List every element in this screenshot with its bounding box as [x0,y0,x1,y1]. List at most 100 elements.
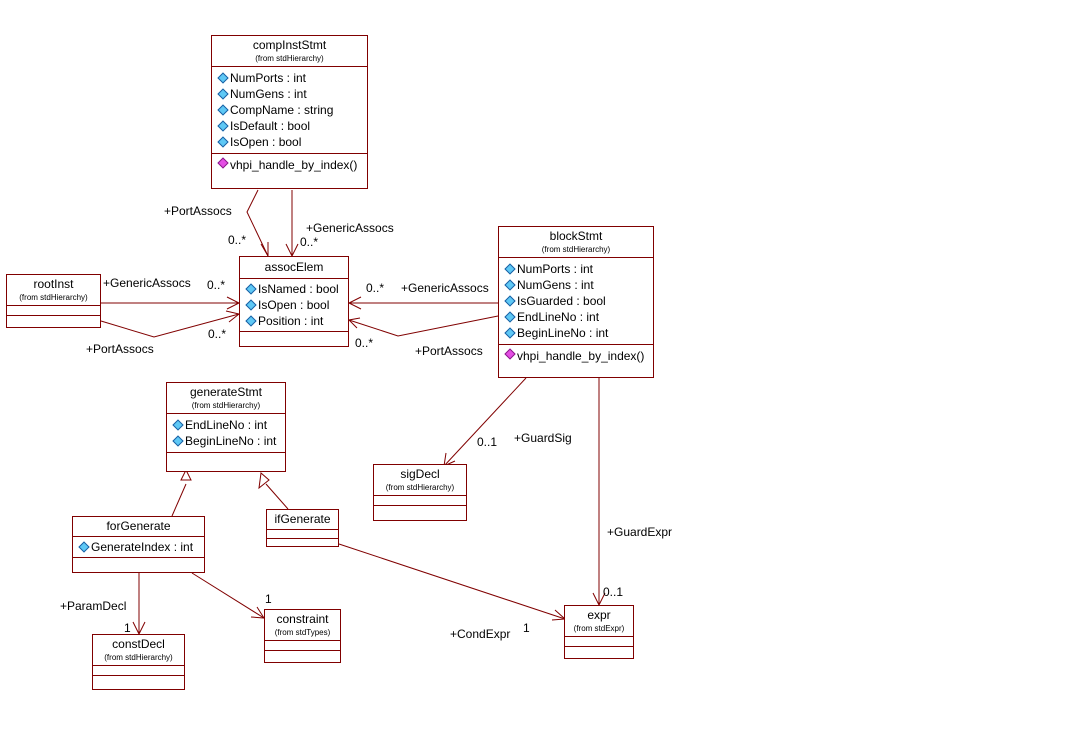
attribute-icon [245,283,257,295]
attribute-row: EndLineNo : int [172,417,281,433]
class-name: forGenerate [106,519,171,533]
role-label: +GenericAssocs [306,221,394,235]
attribute-text: NumGens : int [230,87,307,101]
attribute-icon [172,435,184,447]
class-header: generateStmt (from stdHierarchy) [167,383,285,414]
operation-compartment: vhpi_handle_by_index() [499,345,653,367]
class-name: expr [587,608,611,622]
operation-compartment [93,676,184,685]
class-package: (from stdHierarchy) [191,401,261,410]
attribute-icon [504,327,516,339]
class-generateStmt[interactable]: generateStmt (from stdHierarchy) EndLine… [166,382,286,472]
attribute-text: BeginLineNo : int [517,326,609,340]
class-package: (from stdHierarchy) [541,245,611,254]
attribute-compartment [7,306,100,316]
attribute-row: IsOpen : bool [217,134,363,150]
class-name: blockStmt [549,229,603,243]
operation-compartment [7,316,100,325]
attribute-text: NumGens : int [517,278,594,292]
class-rootInst[interactable]: rootInst (from stdHierarchy) [6,274,101,328]
operation-text: vhpi_handle_by_index() [230,158,358,172]
attribute-compartment [374,496,466,506]
class-compInstStmt[interactable]: compInstStmt (from stdHierarchy) NumPort… [211,35,368,189]
class-header: sigDecl (from stdHierarchy) [374,465,466,496]
operation-icon [504,348,516,360]
attribute-icon [245,315,257,327]
attribute-icon [504,279,516,291]
class-name: generateStmt [189,385,263,399]
attribute-icon [78,541,90,553]
attribute-row: NumGens : int [504,277,649,293]
operation-icon [217,157,229,169]
operation-compartment [240,332,348,345]
class-header: forGenerate [73,517,204,537]
attribute-text: IsOpen : bool [258,298,330,312]
class-expr[interactable]: expr (from stdExpr) [564,605,634,659]
class-header: rootInst (from stdHierarchy) [7,275,100,306]
operation-compartment [265,651,340,660]
attribute-text: CompName : string [230,103,334,117]
attribute-icon [172,419,184,431]
attribute-row: IsDefault : bool [217,118,363,134]
multiplicity-label: 0..* [208,327,227,341]
attribute-text: GenerateIndex : int [91,540,194,554]
role-label: +PortAssocs [415,344,483,358]
multiplicity-label: 0..* [366,281,385,295]
class-constDecl[interactable]: constDecl (from stdHierarchy) [92,634,185,690]
multiplicity-label: 0..* [300,235,319,249]
class-header: constraint (from stdTypes) [265,610,340,641]
class-package: (from stdHierarchy) [385,483,455,492]
multiplicity-label: 1 [523,621,530,635]
multiplicity-label: 0..1 [603,585,624,599]
class-assocElem[interactable]: assocElem IsNamed : bool IsOpen : bool P… [239,256,349,347]
multiplicity-label: 1 [265,592,272,606]
attribute-row: BeginLineNo : int [504,325,649,341]
attribute-icon [217,120,229,132]
operation-compartment [167,453,285,466]
class-ifGenerate[interactable]: ifGenerate [266,509,339,547]
class-constraint[interactable]: constraint (from stdTypes) [264,609,341,663]
class-name: constDecl [112,637,165,651]
attribute-compartment: GenerateIndex : int [73,537,204,558]
attribute-text: Position : int [258,314,324,328]
class-name: sigDecl [400,467,440,481]
class-forGenerate[interactable]: forGenerate GenerateIndex : int [72,516,205,573]
class-blockStmt[interactable]: blockStmt (from stdHierarchy) NumPorts :… [498,226,654,378]
class-package: (from stdTypes) [274,628,331,637]
attribute-row: NumGens : int [217,86,363,102]
class-header: constDecl (from stdHierarchy) [93,635,184,666]
attribute-text: EndLineNo : int [517,310,600,324]
attribute-text: IsOpen : bool [230,135,302,149]
class-name: ifGenerate [274,512,331,526]
role-label: +ParamDecl [60,599,127,613]
attribute-compartment [265,641,340,651]
operation-compartment [565,647,633,656]
attribute-row: Position : int [245,313,344,329]
operation-compartment [73,558,204,567]
class-header: compInstStmt (from stdHierarchy) [212,36,367,67]
attribute-text: IsDefault : bool [230,119,311,133]
attribute-icon [217,104,229,116]
multiplicity-label: 1 [124,621,131,635]
attribute-row: CompName : string [217,102,363,118]
attribute-icon [217,88,229,100]
attribute-row: GenerateIndex : int [78,539,200,555]
class-package: (from stdHierarchy) [255,54,324,63]
class-header: ifGenerate [267,510,338,530]
class-sigDecl[interactable]: sigDecl (from stdHierarchy) [373,464,467,521]
attribute-icon [217,72,229,84]
attribute-icon [217,136,229,148]
operation-row: vhpi_handle_by_index() [504,348,649,364]
multiplicity-label: 0..* [355,336,374,350]
attribute-row: IsOpen : bool [245,297,344,313]
class-package: (from stdExpr) [573,624,625,633]
attribute-text: NumPorts : int [517,262,594,276]
class-package: (from stdHierarchy) [19,293,88,302]
attribute-text: EndLineNo : int [185,418,268,432]
attribute-row: BeginLineNo : int [172,433,281,449]
class-header: assocElem [240,257,348,279]
class-name: compInstStmt [252,38,327,52]
attribute-icon [504,311,516,323]
multiplicity-label: 0..* [228,233,247,247]
